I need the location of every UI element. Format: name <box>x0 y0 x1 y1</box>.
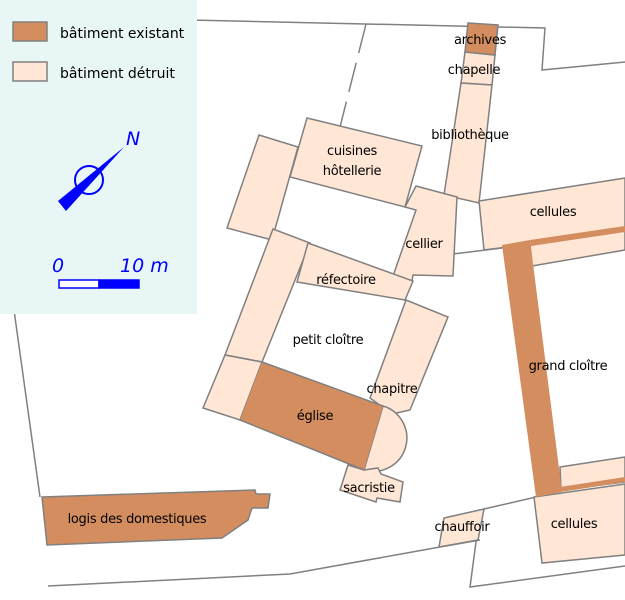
building-chauffoir <box>438 508 485 548</box>
label-grand-cloitre: grand cloître <box>529 359 608 374</box>
label-petit-cloitre: petit cloître <box>293 333 364 348</box>
building-cellier <box>392 185 458 282</box>
scale-end-label: 10 m <box>120 255 169 277</box>
label-cellules-top: cellules <box>530 205 577 220</box>
label-hotellerie: hôtellerie <box>323 164 382 179</box>
label-chapitre: chapitre <box>367 382 418 397</box>
label-chauffoir: chauffoir <box>435 520 491 535</box>
label-chapelle: chapelle <box>448 63 501 78</box>
enclosure-wall-south <box>47 539 481 587</box>
label-cuisines: cuisines <box>327 144 378 159</box>
legend-background <box>0 0 197 314</box>
scale-bar: 0 10 m <box>52 255 169 289</box>
label-refectoire: réfectoire <box>316 273 376 288</box>
label-logis: logis des domestiques <box>68 512 207 527</box>
north-arrow-icon: N <box>58 128 140 211</box>
label-bibliotheque: bibliothèque <box>431 128 509 143</box>
north-label: N <box>126 128 140 150</box>
building-cellules-top <box>478 177 625 267</box>
building-archives <box>464 22 499 56</box>
label-cellier: cellier <box>405 237 443 252</box>
building-cuisines <box>289 117 423 208</box>
label-cellules-bottom: cellules <box>551 517 598 532</box>
building-refectoire <box>296 242 414 301</box>
building-logis <box>41 489 271 546</box>
wall-chauffoir-cloister <box>483 496 537 510</box>
building-eglise <box>240 362 383 470</box>
legend-swatch-existing <box>12 21 48 42</box>
enclosure-wall-north <box>189 19 625 71</box>
label-eglise: église <box>297 409 334 424</box>
scale-start-label: 0 <box>52 255 64 277</box>
cloister-north-strip <box>530 226 625 246</box>
enclosure-wall-west <box>13 309 41 498</box>
legend-destroyed-label: bâtiment détruit <box>60 66 175 82</box>
dashed-wall <box>339 23 367 128</box>
label-sacristie: sacristie <box>343 481 395 496</box>
legend-swatch-destroyed <box>12 61 48 82</box>
label-archives: archives <box>454 33 507 48</box>
building-chapitre <box>369 299 449 415</box>
building-grand-cloitre <box>502 240 562 497</box>
legend-existing-label: bâtiment existant <box>60 26 185 42</box>
building-cellules-bottom <box>533 483 625 564</box>
cloister-south-strip <box>560 477 625 492</box>
building-sacristie <box>339 464 404 503</box>
building-bibliotheque <box>443 82 493 204</box>
eglise-outline <box>261 361 384 407</box>
legend: bâtiment existant bâtiment détruit N 0 1… <box>0 0 197 314</box>
eglise-south-outline <box>239 419 365 471</box>
building-west-wing <box>226 134 299 241</box>
